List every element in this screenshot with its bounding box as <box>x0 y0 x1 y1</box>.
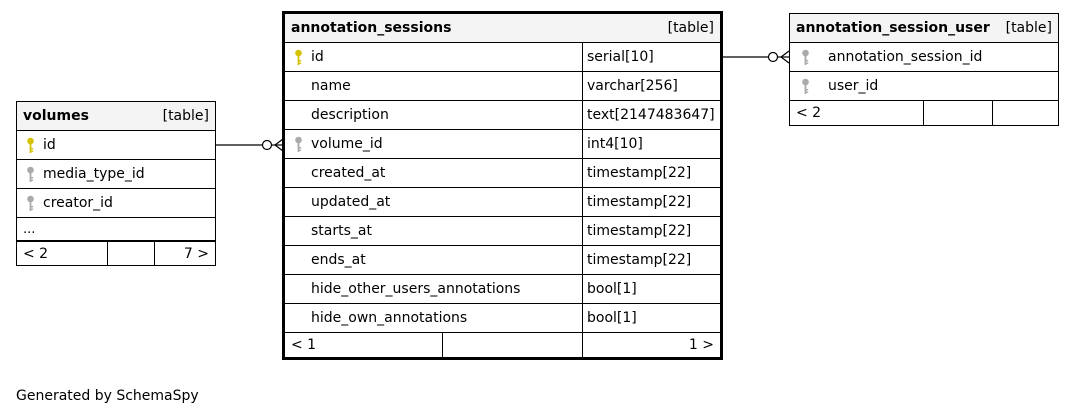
column-name: user_id <box>828 78 879 94</box>
foreign-key-icon <box>798 78 812 95</box>
column-type: bool[1] <box>582 275 720 303</box>
column-type: timestamp[22] <box>582 246 720 274</box>
column-type: bool[1] <box>582 304 720 332</box>
column-name: description <box>311 107 389 123</box>
table-header: annotation_sessions [table] <box>285 14 720 43</box>
foreign-key-icon <box>291 136 305 153</box>
primary-key-icon <box>23 137 37 154</box>
generated-by-label: Generated by SchemaSpy <box>16 388 199 404</box>
column-row[interactable]: created_at timestamp[22] <box>285 159 720 188</box>
table-kind: [table] <box>162 108 209 124</box>
child-count[interactable]: 1 > <box>582 333 720 357</box>
footer-spacer <box>923 101 992 125</box>
column-row[interactable]: hide_other_users_annotations bool[1] <box>285 275 720 304</box>
parent-count[interactable]: < 2 <box>23 245 49 262</box>
column-type: int4[10] <box>582 130 720 158</box>
column-type: timestamp[22] <box>582 159 720 187</box>
column-type: varchar[256] <box>582 72 720 100</box>
column-name: created_at <box>311 165 386 181</box>
table-kind: [table] <box>1005 20 1052 36</box>
column-name: id <box>43 137 56 153</box>
column-list: id media_type_id creator_id <box>17 131 215 218</box>
column-row[interactable]: hide_own_annotations bool[1] <box>285 304 720 333</box>
column-row[interactable]: creator_id <box>17 189 215 218</box>
column-name: updated_at <box>311 194 391 210</box>
foreign-key-icon <box>23 166 37 183</box>
footer-spacer <box>107 242 154 265</box>
column-row[interactable]: volume_id int4[10] <box>285 130 720 159</box>
child-count[interactable]: 7 > <box>154 242 215 265</box>
parent-count[interactable]: < 1 <box>291 337 317 353</box>
column-row[interactable]: ends_at timestamp[22] <box>285 246 720 275</box>
column-list: id serial[10] name varchar[256] description t… <box>285 43 720 333</box>
foreign-key-icon <box>23 195 37 212</box>
table-annotation-session-user[interactable]: annotation_session_user [table] annotati… <box>789 13 1059 126</box>
table-annotation-sessions[interactable]: annotation_sessions [table] id serial[10]… <box>282 11 723 360</box>
column-type: serial[10] <box>582 43 720 71</box>
column-name: ends_at <box>311 252 366 268</box>
table-header: volumes [table] <box>17 102 215 131</box>
table-footer: < 2 7 > <box>17 241 215 265</box>
parent-count[interactable]: < 2 <box>796 105 822 121</box>
column-name: hide_own_annotations <box>311 310 468 326</box>
table-name: volumes <box>23 108 89 124</box>
more-columns-ellipsis: ... <box>17 218 215 241</box>
column-name: media_type_id <box>43 166 145 182</box>
column-row[interactable]: starts_at timestamp[22] <box>285 217 720 246</box>
table-volumes[interactable]: volumes [table] id media_type_id creator_i… <box>16 101 216 266</box>
edge-annotation-sessions-to-session-user <box>722 50 790 64</box>
column-row[interactable]: updated_at timestamp[22] <box>285 188 720 217</box>
column-name: starts_at <box>311 223 372 239</box>
child-count <box>992 101 1058 125</box>
column-row[interactable]: id <box>17 131 215 160</box>
table-footer: < 2 <box>790 101 1058 125</box>
column-type: timestamp[22] <box>582 188 720 216</box>
table-header: annotation_session_user [table] <box>790 14 1058 43</box>
column-type: text[2147483647] <box>582 101 720 129</box>
column-row[interactable]: media_type_id <box>17 160 215 189</box>
table-kind: [table] <box>667 20 714 36</box>
footer-spacer <box>442 333 582 357</box>
column-name: creator_id <box>43 195 113 211</box>
column-type: timestamp[22] <box>582 217 720 245</box>
column-row[interactable]: id serial[10] <box>285 43 720 72</box>
column-list: annotation_session_id user_id <box>790 43 1058 101</box>
column-row[interactable]: description text[2147483647] <box>285 101 720 130</box>
column-name: hide_other_users_annotations <box>311 281 521 297</box>
column-name: name <box>311 78 351 94</box>
column-row[interactable]: name varchar[256] <box>285 72 720 101</box>
column-name: id <box>311 49 324 65</box>
column-name: annotation_session_id <box>828 49 983 65</box>
column-name: volume_id <box>311 136 383 152</box>
foreign-key-icon <box>798 49 812 66</box>
table-name: annotation_sessions <box>291 20 452 36</box>
edge-volumes-to-annotation-sessions <box>216 138 284 152</box>
column-row[interactable]: annotation_session_id <box>790 43 1058 72</box>
table-footer: < 1 1 > <box>285 333 720 357</box>
table-name: annotation_session_user <box>796 20 990 36</box>
primary-key-icon <box>291 49 305 66</box>
column-row[interactable]: user_id <box>790 72 1058 101</box>
